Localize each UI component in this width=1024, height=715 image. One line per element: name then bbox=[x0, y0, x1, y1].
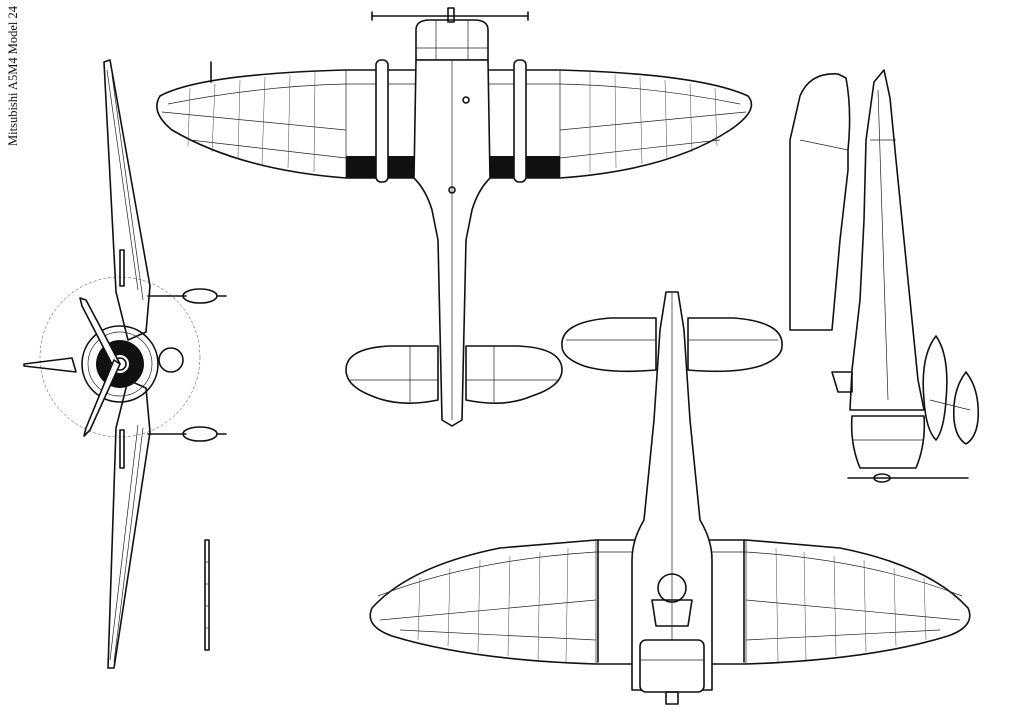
front-canopy bbox=[158, 347, 184, 373]
side-fin bbox=[789, 73, 851, 331]
front-view bbox=[23, 59, 227, 669]
front-lower-gear-spat bbox=[182, 426, 218, 442]
front-upper-wing bbox=[103, 59, 151, 341]
lower-plan-view bbox=[369, 291, 971, 705]
side-fuselage bbox=[849, 69, 925, 411]
side-gear-spat-far bbox=[952, 371, 980, 445]
plan-gear-right bbox=[513, 59, 527, 183]
lower-plan-cockpit bbox=[657, 573, 687, 603]
side-view bbox=[789, 69, 980, 483]
lower-plan-wing bbox=[369, 539, 971, 665]
front-propeller-blade-lower bbox=[83, 359, 121, 437]
front-upper-gear-spat bbox=[182, 288, 218, 304]
side-cowling bbox=[850, 415, 926, 469]
front-cowling bbox=[81, 325, 159, 403]
plan-wing bbox=[156, 69, 753, 179]
upper-plan-view bbox=[156, 7, 753, 427]
plan-cowling bbox=[415, 19, 489, 61]
lower-plan-tailplane bbox=[561, 317, 657, 373]
lower-plan-cowling bbox=[639, 639, 705, 693]
plan-gear-left bbox=[375, 59, 389, 183]
front-lower-wing bbox=[107, 379, 151, 669]
plan-tailplane bbox=[345, 345, 439, 404]
side-gear-spat-near bbox=[922, 335, 948, 441]
scale-bar bbox=[204, 539, 210, 651]
